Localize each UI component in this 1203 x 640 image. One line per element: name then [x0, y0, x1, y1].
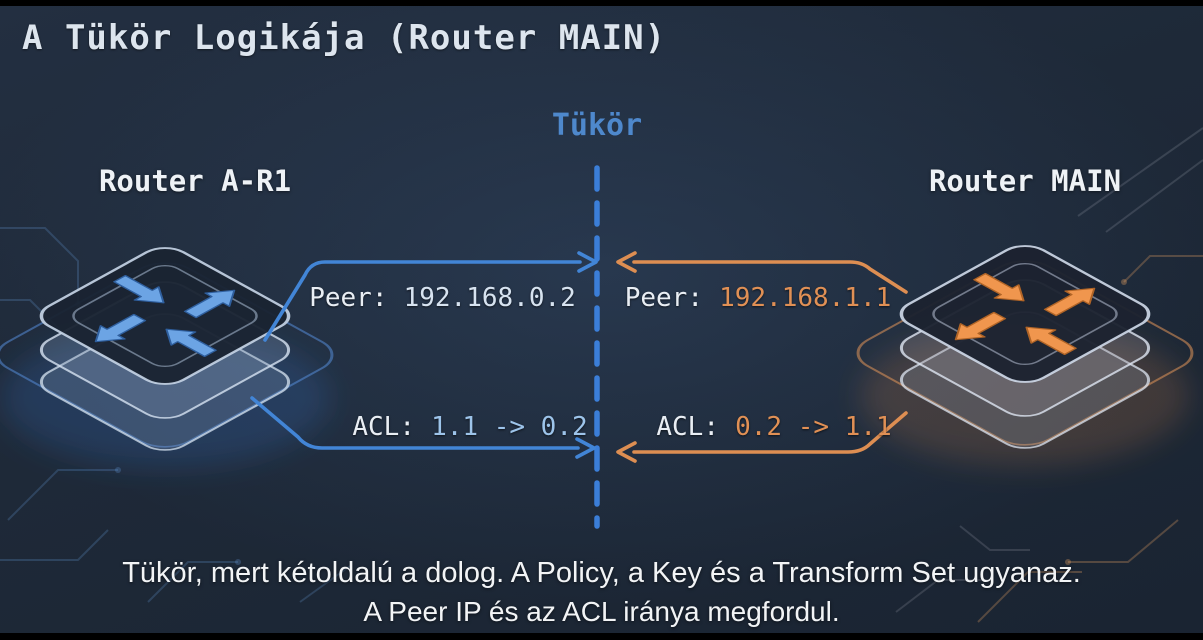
caption-line-2: A Peer IP és az ACL iránya megfordul. — [363, 596, 840, 627]
left-router-icon — [39, 247, 291, 451]
right-router-label: Router MAIN — [928, 164, 1122, 198]
route-arrows-icon — [94, 275, 236, 357]
left-acl-value: 1.1 -> 0.2 — [431, 412, 588, 442]
page-title: A Tükör Logikája (Router MAIN) — [22, 18, 667, 58]
right-peer-arrow — [616, 251, 908, 294]
left-peer-arrow — [263, 251, 598, 342]
diagram-canvas: A Tükör Logikája (Router MAIN) Tükör Rou… — [0, 6, 1203, 633]
right-peer-label: Peer: 192.168.1.1 — [618, 283, 898, 313]
left-acl-prefix: ACL: — [352, 412, 415, 442]
right-peer-prefix: Peer: — [624, 283, 703, 313]
right-acl-prefix: ACL: — [656, 412, 719, 442]
route-arrows-icon — [954, 273, 1096, 355]
right-acl-value: 0.2 -> 1.1 — [735, 412, 892, 442]
left-peer-prefix: Peer: — [309, 283, 388, 313]
caption-line-1: Tükör, mert kétoldalú a dolog. A Policy,… — [122, 557, 1081, 589]
left-router-glow — [0, 328, 330, 468]
mirror-label: Tükör — [551, 108, 643, 143]
left-peer-label: Peer: 192.168.0.2 — [300, 283, 585, 313]
left-acl-arrow — [250, 396, 596, 459]
left-router-label: Router A-R1 — [98, 164, 292, 198]
right-acl-arrow — [616, 411, 908, 463]
diagram-graphics — [0, 127, 1203, 623]
left-peer-value: 192.168.0.2 — [403, 283, 576, 313]
right-acl-label: ACL: 0.2 -> 1.1 — [634, 412, 914, 442]
left-acl-label: ACL: 1.1 -> 0.2 — [330, 412, 610, 442]
right-router-icon — [899, 245, 1151, 449]
caption: Tükör, mert kétoldalú a dolog. A Policy,… — [0, 557, 1203, 628]
right-peer-value: 192.168.1.1 — [719, 283, 892, 313]
circuit-traces — [0, 127, 1203, 623]
right-router-glow — [860, 326, 1190, 466]
